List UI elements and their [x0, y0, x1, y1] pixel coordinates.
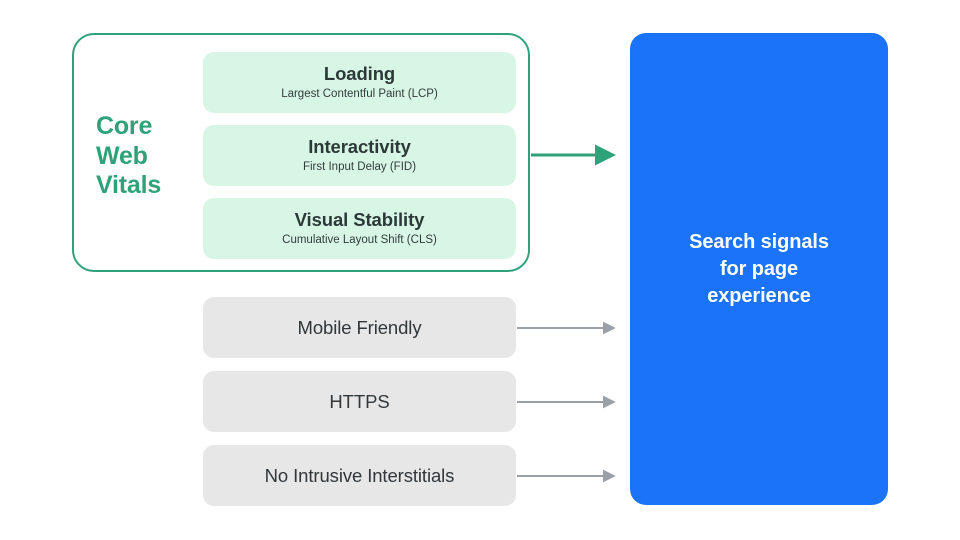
signal-label: HTTPS — [329, 390, 390, 412]
vital-card-interactivity[interactable]: Interactivity First Input Delay (FID) — [203, 125, 516, 186]
vital-title: Interactivity — [308, 136, 411, 158]
signal-card-https[interactable]: HTTPS — [203, 371, 516, 432]
vital-subtitle: Largest Contentful Paint (LCP) — [281, 87, 438, 100]
vital-subtitle: Cumulative Layout Shift (CLS) — [282, 233, 437, 246]
vital-card-loading[interactable]: Loading Largest Contentful Paint (LCP) — [203, 52, 516, 113]
core-web-vitals-label-line-3: Vitals — [96, 171, 162, 199]
vital-card-visual-stability[interactable]: Visual Stability Cumulative Layout Shift… — [203, 198, 516, 259]
vital-subtitle: First Input Delay (FID) — [302, 160, 417, 173]
signal-card-mobile-friendly[interactable]: Mobile Friendly — [203, 297, 516, 358]
signal-label: No Intrusive Interstitials — [264, 464, 455, 486]
search-signals-panel[interactable]: Search signals for page experience — [630, 33, 888, 505]
signal-label: Mobile Friendly — [297, 316, 422, 338]
core-web-vitals-label-line-2: Web — [96, 141, 148, 170]
vital-title: Visual Stability — [294, 209, 425, 231]
core-web-vitals-label-line-1: Core — [96, 112, 153, 140]
search-signals-panel-text: Search signals for page experience — [689, 230, 829, 307]
core-web-vitals-label: Core Web Vitals — [96, 112, 192, 201]
vital-title: Loading — [323, 63, 396, 85]
signal-card-no-intrusive-interstitials[interactable]: No Intrusive Interstitials — [203, 445, 516, 506]
